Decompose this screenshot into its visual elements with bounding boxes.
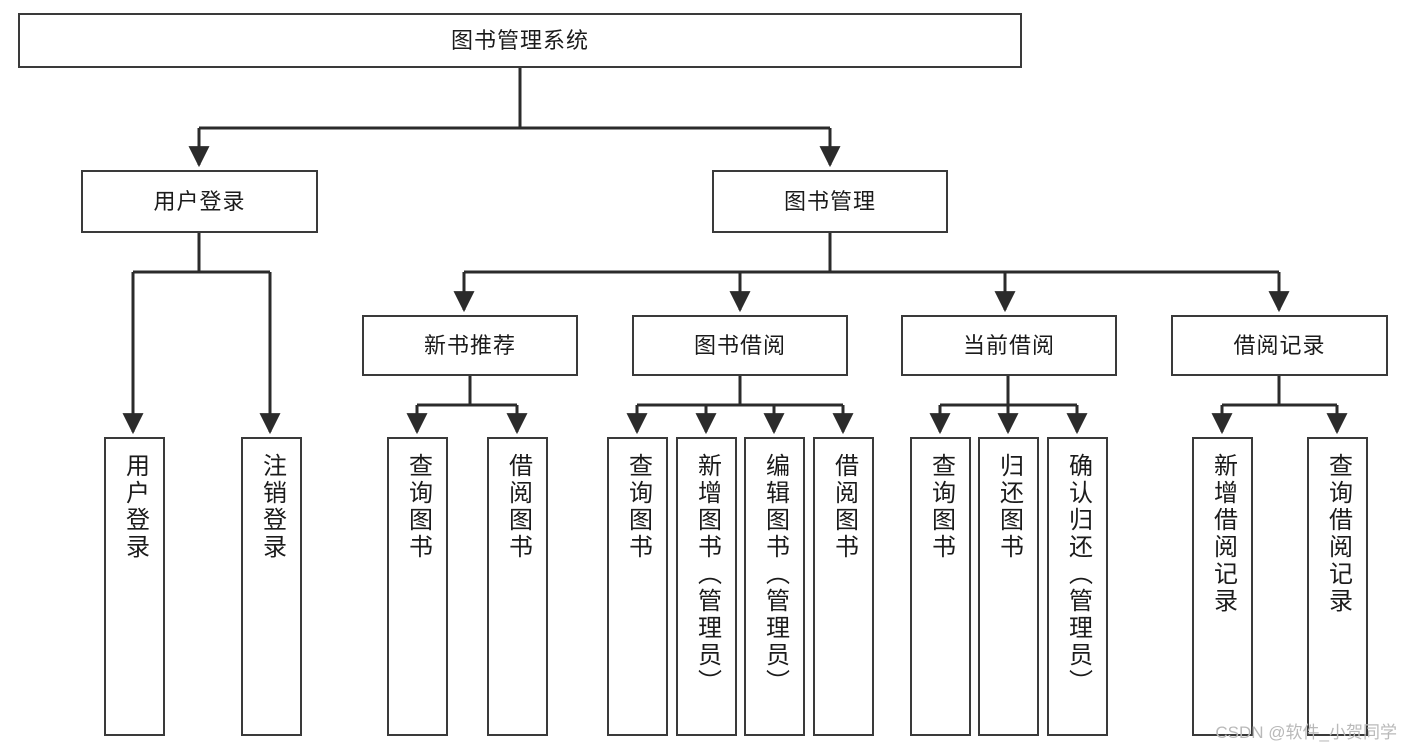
csdn-watermark: CSDN @软件_小贺同学 <box>1215 723 1397 742</box>
node-current-borrow[interactable]: 当前借阅 <box>901 315 1117 376</box>
leaf-confirm-return-label: 确认归还（管理员） <box>1064 453 1092 696</box>
leaf-query-book-1-label: 查询图书 <box>404 453 432 561</box>
leaf-query-book-1[interactable]: 查询图书 <box>387 437 448 736</box>
leaf-user-logout[interactable]: 注销登录 <box>241 437 302 736</box>
node-root[interactable]: 图书管理系统 <box>18 13 1022 68</box>
leaf-query-record[interactable]: 查询借阅记录 <box>1307 437 1368 736</box>
leaf-query-book-2[interactable]: 查询图书 <box>607 437 668 736</box>
leaf-user-login[interactable]: 用户登录 <box>104 437 165 736</box>
leaf-add-record[interactable]: 新增借阅记录 <box>1192 437 1253 736</box>
leaf-confirm-return[interactable]: 确认归还（管理员） <box>1047 437 1108 736</box>
node-user-login-label: 用户登录 <box>153 188 246 214</box>
leaf-add-record-label: 新增借阅记录 <box>1209 453 1237 615</box>
leaf-borrow-book-1-label: 借阅图书 <box>504 453 532 561</box>
node-new-book-recommend[interactable]: 新书推荐 <box>362 315 578 376</box>
node-book-borrow-label: 图书借阅 <box>693 332 786 358</box>
leaf-borrow-book-2-label: 借阅图书 <box>830 453 858 561</box>
leaf-query-record-label: 查询借阅记录 <box>1324 453 1352 615</box>
node-root-label: 图书管理系统 <box>450 27 589 53</box>
node-book-management[interactable]: 图书管理 <box>712 170 948 233</box>
leaf-query-book-3[interactable]: 查询图书 <box>910 437 971 736</box>
node-book-management-label: 图书管理 <box>783 188 876 214</box>
leaf-borrow-book-1[interactable]: 借阅图书 <box>487 437 548 736</box>
node-current-borrow-label: 当前借阅 <box>962 332 1055 358</box>
node-borrow-record[interactable]: 借阅记录 <box>1171 315 1388 376</box>
leaf-return-book[interactable]: 归还图书 <box>978 437 1039 736</box>
leaf-add-book[interactable]: 新增图书（管理员） <box>676 437 737 736</box>
node-new-book-recommend-label: 新书推荐 <box>423 332 516 358</box>
leaf-query-book-2-label: 查询图书 <box>624 453 652 561</box>
leaf-add-book-label: 新增图书（管理员） <box>693 453 721 696</box>
leaf-borrow-book-2[interactable]: 借阅图书 <box>813 437 874 736</box>
node-user-login[interactable]: 用户登录 <box>81 170 318 233</box>
leaf-user-logout-label: 注销登录 <box>258 453 286 561</box>
leaf-user-login-label: 用户登录 <box>121 453 149 561</box>
node-book-borrow[interactable]: 图书借阅 <box>632 315 848 376</box>
node-borrow-record-label: 借阅记录 <box>1233 332 1326 358</box>
leaf-return-book-label: 归还图书 <box>995 453 1023 561</box>
leaf-edit-book[interactable]: 编辑图书（管理员） <box>744 437 805 736</box>
leaf-query-book-3-label: 查询图书 <box>927 453 955 561</box>
leaf-edit-book-label: 编辑图书（管理员） <box>761 453 789 696</box>
